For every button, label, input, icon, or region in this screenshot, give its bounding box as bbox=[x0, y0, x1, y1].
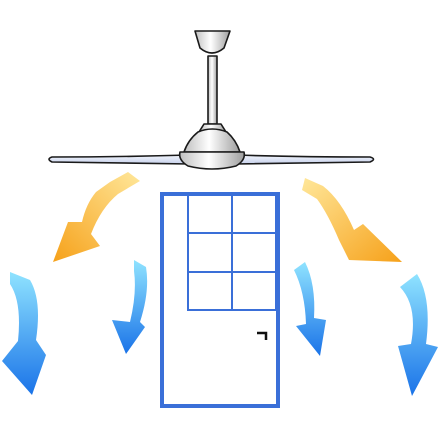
door-icon bbox=[160, 192, 280, 408]
fan-canopy bbox=[194, 30, 231, 54]
fan-blade-right bbox=[234, 154, 375, 165]
cool-air-arrow-icon bbox=[294, 262, 326, 356]
fan-downrod bbox=[207, 55, 218, 125]
warm-air-arrow-icon bbox=[53, 172, 140, 262]
cool-air-arrow-icon bbox=[398, 274, 438, 396]
cool-air-arrow-icon bbox=[2, 272, 46, 395]
door-frame bbox=[160, 192, 280, 408]
door-handle-icon bbox=[257, 331, 268, 340]
cool-air-arrow-inner-right bbox=[294, 262, 326, 356]
cool-air-arrow-icon bbox=[112, 260, 148, 354]
ceiling-fan-icon bbox=[48, 30, 375, 170]
fan-motor-housing bbox=[183, 128, 241, 153]
warm-air-arrow-left bbox=[53, 172, 140, 262]
warm-air-arrow-right bbox=[302, 178, 402, 262]
fan-hub bbox=[178, 151, 246, 170]
cool-air-arrow-far-right bbox=[398, 274, 438, 396]
warm-air-arrow-icon bbox=[302, 178, 402, 262]
fan-blade-left bbox=[48, 154, 191, 165]
door-window-grid bbox=[187, 193, 277, 311]
cool-air-arrow-far-left bbox=[2, 272, 46, 395]
cool-air-arrow-inner-left bbox=[112, 260, 148, 354]
